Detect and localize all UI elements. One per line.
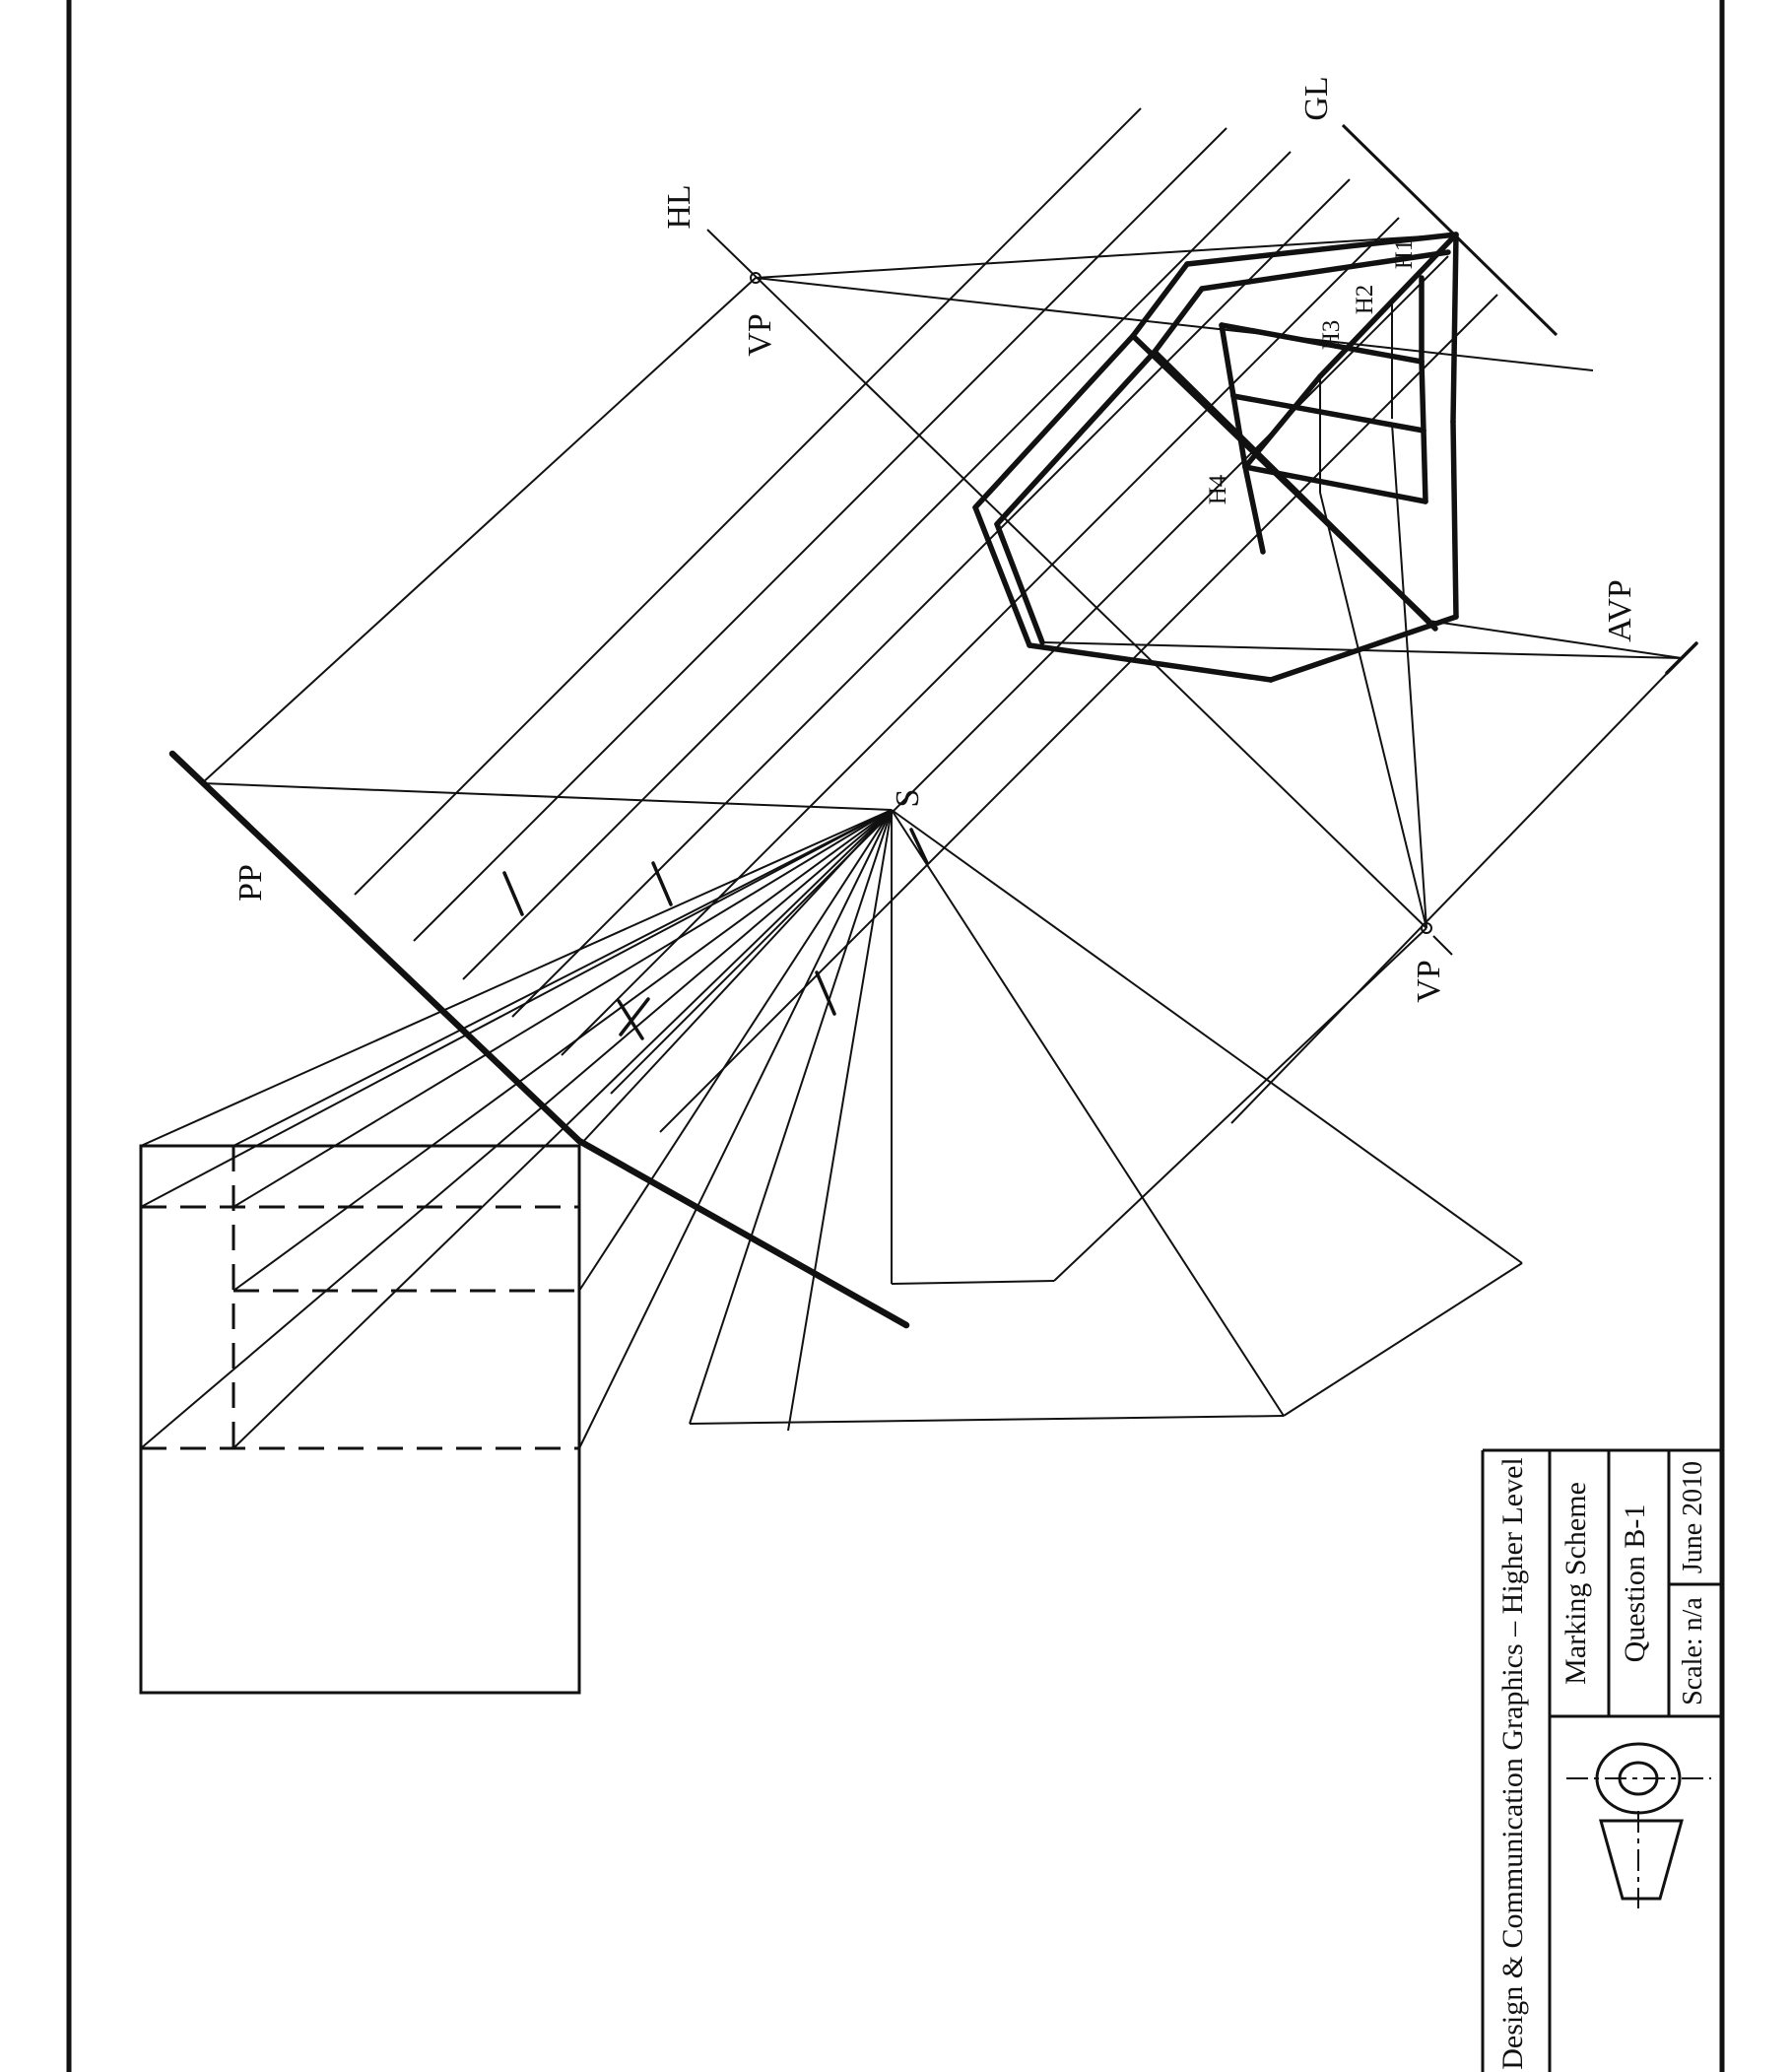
plan-view-box [139, 1144, 581, 1695]
label-station-point: S [890, 789, 926, 808]
vanishing-point-bottom-group [1230, 423, 1683, 1124]
label-height-4: H4 [1205, 474, 1231, 504]
label-height-3: H3 [1318, 320, 1345, 351]
label-ground-line: GL [1298, 76, 1335, 120]
label-horizon-line: HL [661, 184, 697, 229]
projection-lines [354, 107, 1498, 1133]
label-picture-plane: PP [232, 864, 269, 902]
label-vanishing-point-bottom: VP [1411, 960, 1447, 1002]
label-height-1: H1 [1391, 239, 1418, 270]
label-vanishing-point-top: VP [742, 313, 778, 356]
page-border [66, 0, 1725, 2072]
title-block-document-title: Marking Scheme [1559, 1482, 1592, 1685]
avp-tick [1665, 641, 1698, 675]
station-point-construction [689, 809, 1523, 1432]
perspective-steps-object [972, 232, 1459, 683]
title-block-date: June 2010 [1678, 1461, 1708, 1573]
title-block-scale: Scale: n/a [1678, 1597, 1708, 1705]
vanishing-point-top-marker [750, 272, 762, 284]
sight-lines-to-station-point [140, 809, 893, 1449]
label-auxiliary-vp: AVP [1602, 579, 1638, 642]
picture-plane-line [168, 750, 910, 1329]
tick-marks [502, 828, 929, 1040]
label-height-2: H2 [1352, 285, 1378, 315]
ground-line [1341, 123, 1559, 337]
first-angle-projection-icon [1566, 1742, 1711, 1908]
title-block-course: Design & Communication Graphics – Higher… [1496, 1457, 1529, 2070]
title-block-question: Question B-1 [1619, 1504, 1651, 1663]
drawing-labels: PP HL VP GL S AVP VP H1 H2 H3 H4 [232, 76, 1638, 1002]
title-block: Design & Communication Graphics – Higher… [1481, 1448, 1722, 2072]
horizon-line [201, 229, 1594, 929]
